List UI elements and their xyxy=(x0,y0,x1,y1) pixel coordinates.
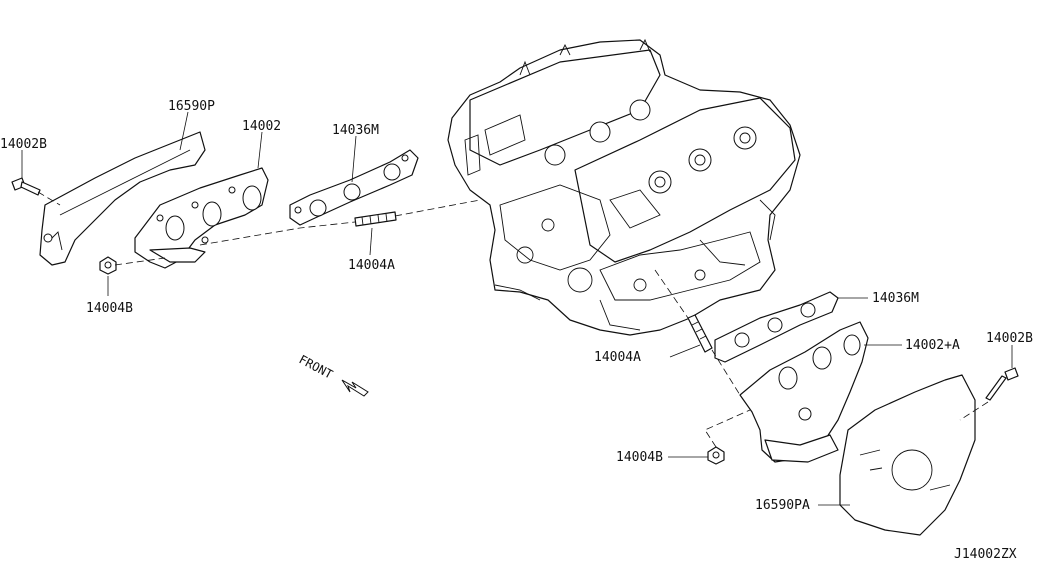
callout-14004B-right: 14004B xyxy=(616,450,663,465)
leader-lines xyxy=(21,111,1013,506)
diagram-code: J14002ZX xyxy=(954,547,1017,562)
exhaust-manifold-left xyxy=(134,167,269,269)
nut-right xyxy=(707,446,725,465)
manifold-gasket-left xyxy=(289,149,419,226)
callout-14036M-left: 14036M xyxy=(332,123,379,138)
engine-assembly xyxy=(447,38,801,336)
front-label: FRONT xyxy=(297,352,335,381)
callout-14004B-left: 14004B xyxy=(86,301,133,316)
front-arrow-icon xyxy=(341,379,369,397)
stud-right xyxy=(687,314,713,353)
callout-14002A: 14002+A xyxy=(905,338,960,353)
callout-14004A-left: 14004A xyxy=(348,258,395,273)
callout-14004A-right: 14004A xyxy=(594,350,641,365)
callout-14002B-right: 14002B xyxy=(986,331,1033,346)
exhaust-manifold-right xyxy=(739,321,869,463)
heat-insulator-left xyxy=(39,131,206,266)
nut-left xyxy=(99,256,117,275)
bolt-left xyxy=(11,177,41,196)
callout-14036M-right: 14036M xyxy=(872,291,919,306)
heat-insulator-right xyxy=(839,374,976,536)
front-direction-marker: FRONT xyxy=(297,352,369,397)
callout-16590P: 16590P xyxy=(168,99,215,114)
bolt-right xyxy=(985,367,1019,401)
manifold-gasket-right xyxy=(714,291,839,363)
callout-16590PA: 16590PA xyxy=(755,498,810,513)
callout-14002B-left: 14002B xyxy=(0,137,47,152)
callout-14002: 14002 xyxy=(242,119,281,134)
stud-left xyxy=(354,211,397,227)
